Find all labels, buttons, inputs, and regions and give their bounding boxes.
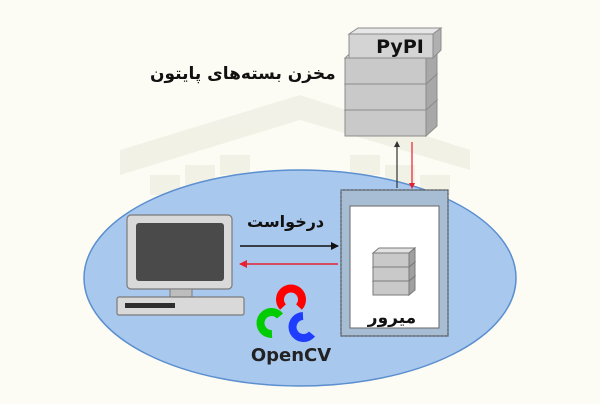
mirror-server-stack-icon [371,246,417,297]
mirror-server-box [340,189,449,337]
pypi-title: PyPI [376,36,424,58]
opencv-label: OpenCV [250,345,332,366]
computer-icon [116,214,245,316]
pypi-repository-label: مخزن بسته‌های پایتون [150,64,336,84]
pypi-server-stack-icon [343,27,443,138]
request-label: درخواست [247,212,325,231]
opencv-logo-icon [256,284,316,342]
mirror-label: میرور [367,308,417,328]
